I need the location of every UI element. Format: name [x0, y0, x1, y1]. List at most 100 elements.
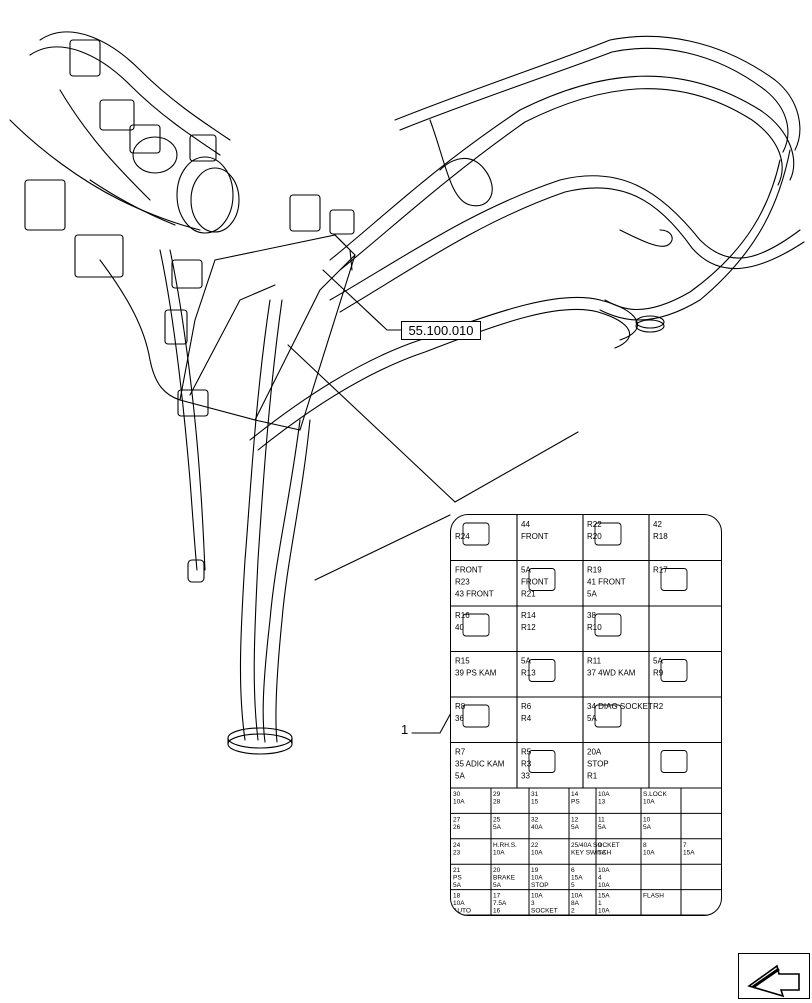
- relay-cell-label: 42: [653, 520, 662, 529]
- relay-icon: [462, 522, 490, 546]
- relay-icon: [462, 704, 490, 728]
- fuse-cell-label: 20: [493, 867, 501, 874]
- fuse-cell-label: 10A: [598, 791, 610, 798]
- relay-cell-label: 36: [455, 714, 464, 723]
- relay-cell-label: R16: [455, 611, 470, 620]
- fuse-cell-label: 5: [571, 882, 575, 889]
- relay-cell-label: FRONT: [521, 578, 549, 587]
- relay-cell-label: 5A: [653, 657, 663, 666]
- relay-cell-label: FRONT: [521, 532, 549, 541]
- fuse-cell-label: 10A: [598, 882, 610, 889]
- relay-cell-label: R2: [653, 702, 664, 711]
- relay-cell-label: R19: [587, 566, 602, 575]
- fuse-cell-label: 26: [453, 824, 461, 831]
- fuse-cell-label: AUTO: [453, 908, 471, 915]
- fuse-cell-label: 9: [598, 842, 602, 849]
- fuse-cell-label: 23: [453, 849, 461, 856]
- fuse-cell-label: 1: [598, 900, 602, 907]
- fuse-cell-label: 6: [571, 867, 575, 874]
- fuse-cell-label: 10A: [571, 893, 583, 900]
- relay-cell-label: R6: [521, 702, 532, 711]
- fuse-cell-label: 10A: [531, 893, 543, 900]
- fuse-cell-label: KEY SWITCH: [571, 849, 612, 856]
- relay-icon: [660, 750, 688, 773]
- relay-cell-label: 35 ADIC KAM: [455, 760, 505, 769]
- relay-cell-label: R12: [521, 623, 536, 632]
- fuse-cell-label: S.LOCK: [643, 791, 668, 798]
- fuse-cell-label: 16: [493, 908, 501, 915]
- fuse-cell-label: 5A: [493, 882, 502, 889]
- relay-cell-label: R17: [653, 566, 668, 575]
- relay-cell-label: R7: [455, 748, 466, 757]
- relay-cell-label: R14: [521, 611, 536, 620]
- reference-callout: 55.100.010: [401, 321, 481, 340]
- fuse-cell-label: 10: [643, 816, 651, 823]
- fuse-cell-label: 10A: [598, 867, 610, 874]
- fuse-cell-label: 11: [598, 816, 605, 823]
- fuse-cell-label: 17: [493, 893, 501, 900]
- relay-icon: [594, 522, 622, 546]
- fuse-cell-label: 3: [531, 900, 535, 907]
- fuse-cell-label: 4: [598, 875, 602, 882]
- fuse-cell-label: 7: [683, 842, 687, 849]
- fuse-cell-label: 19: [531, 867, 539, 874]
- fuse-cell-label: 8A: [571, 900, 580, 907]
- fuse-cell-label: 27: [453, 816, 461, 823]
- fuse-cell-label: FLASH: [643, 893, 664, 900]
- relay-icon: [528, 568, 556, 591]
- fuse-cell-label: 22: [531, 842, 539, 849]
- fuse-cell-label: 15A: [571, 875, 583, 882]
- relay-cell-label: R9: [653, 669, 664, 678]
- relay-icon: [660, 659, 688, 682]
- fuse-cell-label: 25/40A SOCKET: [571, 842, 620, 849]
- fuse-cell-label: 28: [493, 799, 501, 806]
- relay-cell-label: 5A: [587, 590, 597, 599]
- relay-cell-label: R5: [521, 748, 532, 757]
- relay-cell-label: 5A: [521, 566, 531, 575]
- fuse-cell-label: 10A: [453, 799, 465, 806]
- relay-icon: [594, 613, 622, 637]
- fuse-cell-label: 12: [571, 816, 579, 823]
- fuse-cell-label: 7.5A: [493, 900, 507, 907]
- fuse-cell-label: 10A: [453, 900, 465, 907]
- next-page-arrow[interactable]: [738, 953, 810, 999]
- fuse-cell-label: 5A: [598, 824, 607, 831]
- fuse-cell-label: 15: [531, 799, 539, 806]
- fuse-cell-label: STOP: [531, 882, 549, 889]
- relay-cell-label: 40: [455, 623, 464, 632]
- relay-cell-label: R4: [521, 714, 532, 723]
- relay-cell-label: FRONT: [455, 566, 483, 575]
- relay-cell-label: 41 FRONT: [587, 578, 626, 587]
- arrow-icon: [747, 964, 800, 998]
- relay-cell-label: R23: [455, 578, 470, 587]
- relay-cell-label: 5A: [587, 714, 597, 723]
- fuse-cell-label: 18: [453, 893, 461, 900]
- fuse-cell-label: 13: [598, 799, 606, 806]
- relay-cell-label: 20A: [587, 748, 602, 757]
- relay-cell-label: R18: [653, 532, 668, 541]
- fuse-cell-label: 31: [531, 791, 539, 798]
- relay-cell-label: 5A: [521, 657, 531, 666]
- fuse-cell-label: 5A: [643, 824, 652, 831]
- relay-cell-label: 33: [521, 772, 530, 781]
- fuse-cell-label: 5A: [453, 882, 462, 889]
- fuse-cell-label: 24: [453, 842, 461, 849]
- relay-cell-label: STOP: [587, 760, 609, 769]
- fuse-cell-label: 10A: [643, 799, 655, 806]
- fuse-cell-label: 10A: [531, 849, 543, 856]
- fuse-cell-label: 10A: [493, 849, 505, 856]
- item-number-label: 1: [401, 722, 409, 737]
- relay-icon: [462, 613, 490, 637]
- relay-cell-label: 43 FRONT: [455, 590, 494, 599]
- relay-icon: [594, 704, 622, 728]
- fuse-cell-label: 10A: [643, 849, 655, 856]
- fuse-cell-label: BRAKE: [493, 875, 516, 882]
- fuse-cell-label: 21: [453, 867, 461, 874]
- relay-cell-label: R8: [455, 702, 466, 711]
- fuse-cell-label: 32: [531, 816, 539, 823]
- fuse-cell-label: 5A: [598, 849, 607, 856]
- fuse-cell-label: 15A: [598, 893, 610, 900]
- relay-cell-label: 5A: [455, 772, 465, 781]
- relay-cell-label: R3: [521, 760, 532, 769]
